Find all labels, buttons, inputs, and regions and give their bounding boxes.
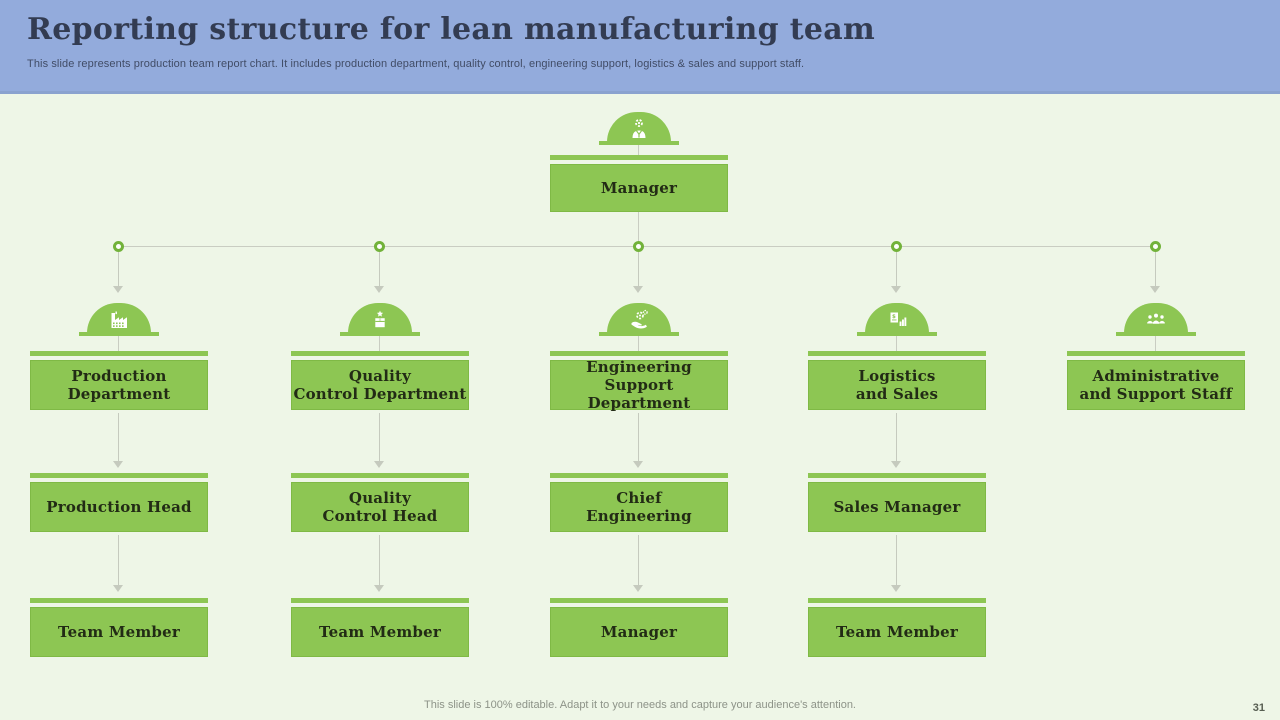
down-arrow bbox=[891, 413, 902, 468]
down-arrow bbox=[891, 252, 902, 294]
org-box-manager-root: Manager bbox=[550, 164, 728, 212]
down-arrow bbox=[891, 535, 902, 592]
box-accent-bar bbox=[30, 473, 208, 478]
org-box-quality-control-department: Quality Control Department bbox=[291, 360, 469, 410]
down-arrow bbox=[113, 535, 124, 592]
junction-dot bbox=[891, 241, 902, 252]
org-box-label: Chief Engineering bbox=[586, 489, 692, 525]
junction-dot bbox=[1150, 241, 1161, 252]
org-box-label: Administrative and Support Staff bbox=[1079, 367, 1233, 403]
org-box-label: Team Member bbox=[58, 623, 180, 641]
org-box-production-head: Production Head bbox=[30, 482, 208, 532]
box-accent-bar bbox=[550, 351, 728, 356]
page-subtitle: This slide represents production team re… bbox=[27, 58, 805, 70]
org-box-sales-team-member: Team Member bbox=[808, 607, 986, 657]
org-box-production-team-member: Team Member bbox=[30, 607, 208, 657]
down-arrow bbox=[374, 413, 385, 468]
icon-base bbox=[599, 332, 679, 336]
quality-badge-icon bbox=[348, 303, 412, 333]
svg-text:$: $ bbox=[892, 314, 896, 320]
people-group-icon bbox=[1124, 303, 1188, 333]
down-arrow bbox=[113, 413, 124, 468]
down-arrow bbox=[374, 252, 385, 294]
down-arrow bbox=[633, 413, 644, 468]
down-arrow bbox=[1150, 252, 1161, 294]
org-box-engineering-support-department: Engineering Support Department bbox=[550, 358, 728, 412]
connector bbox=[638, 212, 639, 247]
down-arrow bbox=[633, 252, 644, 294]
slide-header: Reporting structure for lean manufacturi… bbox=[0, 0, 1280, 94]
org-box-quality-team-member: Team Member bbox=[291, 607, 469, 657]
icon-base bbox=[857, 332, 937, 336]
icon-base bbox=[79, 332, 159, 336]
connector bbox=[638, 336, 639, 351]
box-accent-bar bbox=[808, 598, 986, 603]
icon-base bbox=[1116, 332, 1196, 336]
connector bbox=[1155, 336, 1156, 351]
org-box-production-department: Production Department bbox=[30, 360, 208, 410]
box-accent-bar bbox=[808, 351, 986, 356]
org-box-label: Sales Manager bbox=[833, 498, 961, 516]
org-box-quality-control-head: Quality Control Head bbox=[291, 482, 469, 532]
box-accent-bar bbox=[30, 598, 208, 603]
org-box-chief-engineering: Chief Engineering bbox=[550, 482, 728, 532]
box-accent-bar bbox=[550, 473, 728, 478]
org-box-label: Quality Control Department bbox=[293, 367, 467, 403]
box-accent-bar bbox=[291, 351, 469, 356]
icon-base bbox=[340, 332, 420, 336]
org-box-label: Logistics and Sales bbox=[855, 367, 939, 403]
org-box-sales-manager: Sales Manager bbox=[808, 482, 986, 532]
page-number: 31 bbox=[1252, 702, 1265, 714]
org-box-label: Manager bbox=[600, 179, 678, 197]
org-box-label: Production Department bbox=[67, 367, 171, 403]
org-box-administrative-support-staff: Administrative and Support Staff bbox=[1067, 360, 1245, 410]
org-box-engineering-manager: Manager bbox=[550, 607, 728, 657]
box-accent-bar bbox=[291, 473, 469, 478]
footer-note: This slide is 100% editable. Adapt it to… bbox=[424, 699, 856, 711]
box-accent-bar bbox=[808, 473, 986, 478]
org-box-label: Quality Control Head bbox=[322, 489, 438, 525]
box-accent-bar bbox=[30, 351, 208, 356]
junction-dot bbox=[374, 241, 385, 252]
connector bbox=[896, 336, 897, 351]
page-title: Reporting structure for lean manufacturi… bbox=[27, 12, 876, 47]
org-box-label: Team Member bbox=[836, 623, 958, 641]
org-box-label: Manager bbox=[600, 623, 678, 641]
org-box-label: Team Member bbox=[319, 623, 441, 641]
connector bbox=[118, 336, 119, 351]
org-box-label: Engineering Support Department bbox=[586, 358, 692, 412]
org-box-label: Production Head bbox=[46, 498, 192, 516]
manager-person-gear-icon bbox=[607, 112, 671, 142]
gears-hand-icon bbox=[607, 303, 671, 333]
connector bbox=[379, 336, 380, 351]
down-arrow bbox=[633, 535, 644, 592]
manager-box-accent-bar bbox=[550, 155, 728, 160]
box-accent-bar bbox=[550, 598, 728, 603]
connector bbox=[638, 145, 639, 155]
sales-document-chart-icon: $ bbox=[865, 303, 929, 333]
factory-icon bbox=[87, 303, 151, 333]
down-arrow bbox=[113, 252, 124, 294]
box-accent-bar bbox=[1067, 351, 1245, 356]
org-box-logistics-and-sales: Logistics and Sales bbox=[808, 360, 986, 410]
box-accent-bar bbox=[291, 598, 469, 603]
junction-dot bbox=[633, 241, 644, 252]
junction-dot bbox=[113, 241, 124, 252]
manager-icon-base bbox=[599, 141, 679, 145]
down-arrow bbox=[374, 535, 385, 592]
